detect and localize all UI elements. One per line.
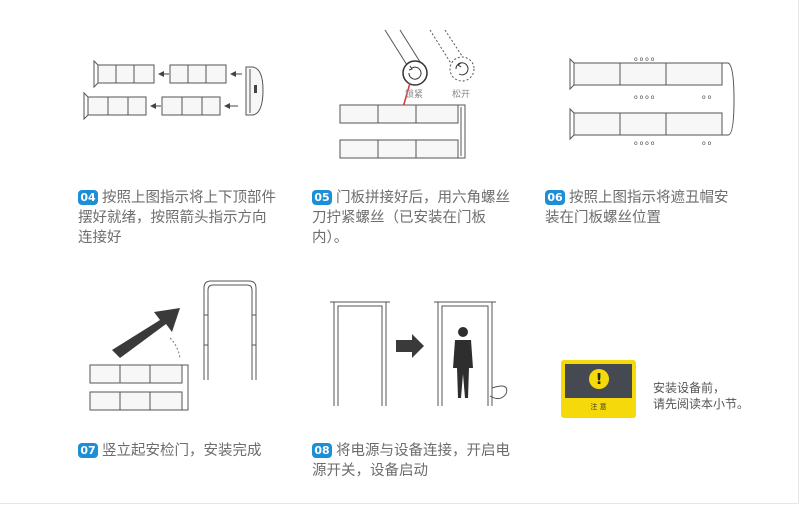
figure-step-05 [339,29,475,159]
step-07-text: 竖立起安检门，安装完成 [102,443,262,459]
svg-text:o o o o: o o o o [634,56,655,63]
step-08-text: 将电源与设备连接，开启电源开关，设备启动 [312,443,510,479]
figure-step-07 [89,280,257,411]
step-08-number: 08 [312,443,332,458]
step-04-text: 按照上图指示将上下顶部件摆好就绪，按照箭头指示方向连接好 [78,190,276,246]
svg-text:o o o o: o o o o [634,140,655,147]
step-07-number: 07 [78,443,98,458]
figure-step-04 [83,59,264,121]
notice-line-1: 安装设备前， [653,381,726,395]
step-05-text: 门板拼接好后，用六角螺丝刀拧紧螺丝（已安装在门板内）。 [312,190,510,246]
notice-icon-card: ! 注 意 [561,360,636,418]
notice-badge: 注 意 [590,403,607,411]
svg-text:o o: o o [702,140,712,147]
figure-step-06: o o o o o o o o o o o o o o o o [569,56,735,147]
step-06-number: 06 [545,190,565,205]
figure-step-08 [330,301,508,406]
loosen-label: 松开 [452,90,471,100]
warning-icon: ! [589,369,609,389]
lock-label: 锁紧 [405,90,424,100]
notice-line-2: 请先阅读本小节。 [653,397,750,411]
step-04-number: 04 [78,190,98,205]
notice-text: 安装设备前， 请先阅读本小节。 [653,380,749,412]
svg-text:o o: o o [702,94,712,101]
step-05-number: 05 [312,190,332,205]
svg-text:o o o o: o o o o [634,94,655,101]
step-06-text: 按照上图指示将遮丑帽安装在门板螺丝位置 [545,190,729,226]
step-07-caption: 07 竖立起安检门，安装完成 [78,441,293,461]
